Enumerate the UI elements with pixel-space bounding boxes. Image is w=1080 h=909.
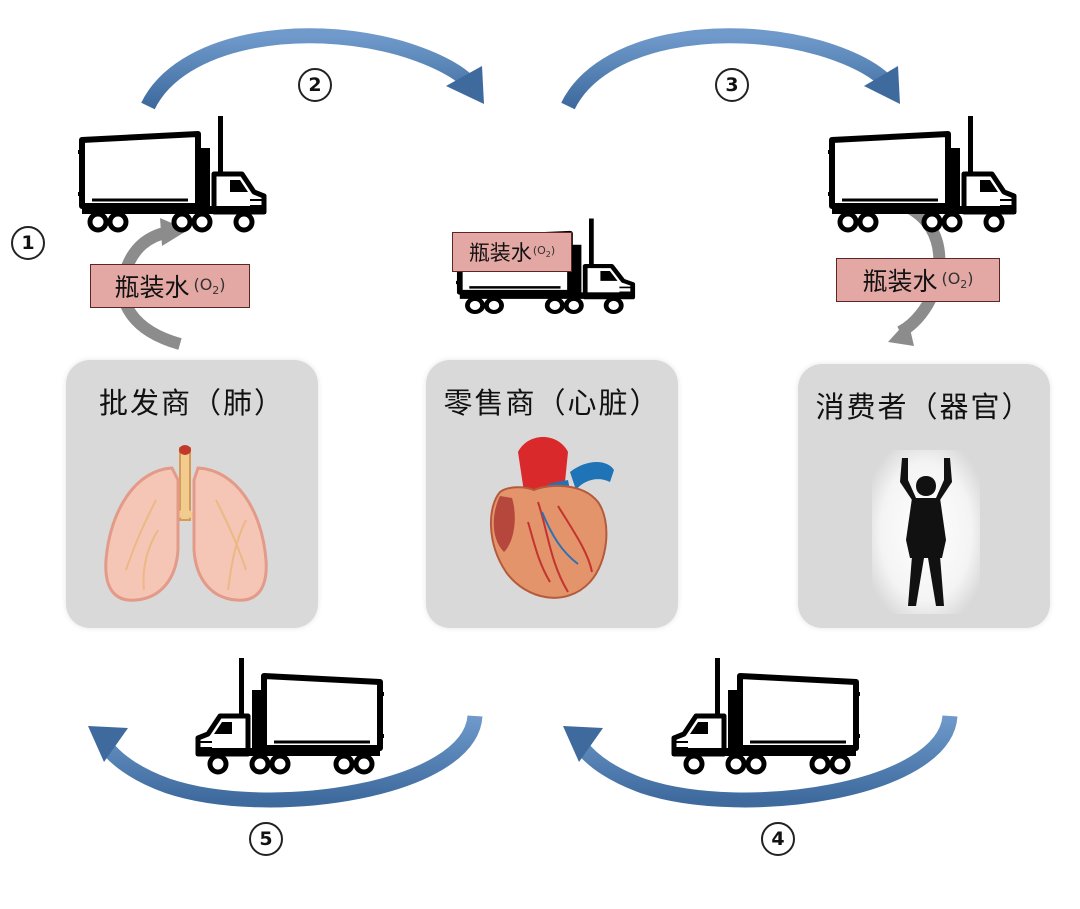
lungs-icon — [104, 445, 268, 602]
panel-wholesaler: 批发商（肺） — [66, 360, 318, 628]
step-badge-3: 3 — [715, 68, 749, 102]
heart-icon — [490, 437, 614, 599]
arrow-3 — [561, 28, 900, 110]
panel-retailer: 零售商（心脏） — [426, 360, 678, 628]
person-silhouette-icon — [872, 450, 980, 614]
panel-title: 零售商（心脏） — [443, 386, 661, 420]
step-badge-4: 4 — [761, 822, 795, 856]
arrow-4 — [563, 714, 958, 808]
panel-title: 消费者（器官） — [815, 390, 1033, 424]
bottled-water-label: 瓶装水 (O2) — [90, 264, 250, 308]
arrow-5 — [88, 714, 483, 808]
truck-icon — [196, 658, 384, 772]
truck-icon — [828, 116, 1016, 230]
step-badge-2: 2 — [298, 68, 332, 102]
step-badge-1: 1 — [11, 226, 45, 260]
step-badge-5: 5 — [249, 822, 283, 856]
arrow-2 — [141, 28, 484, 110]
truck-icon — [78, 116, 266, 230]
bottled-water-label: 瓶装水 (O2) — [836, 258, 1000, 302]
bottled-water-label: 瓶装水 (O2) — [452, 232, 572, 272]
panel-consumer: 消费者（器官） — [798, 364, 1050, 628]
panel-title: 批发商（肺） — [98, 386, 285, 420]
truck-icon — [672, 658, 860, 772]
